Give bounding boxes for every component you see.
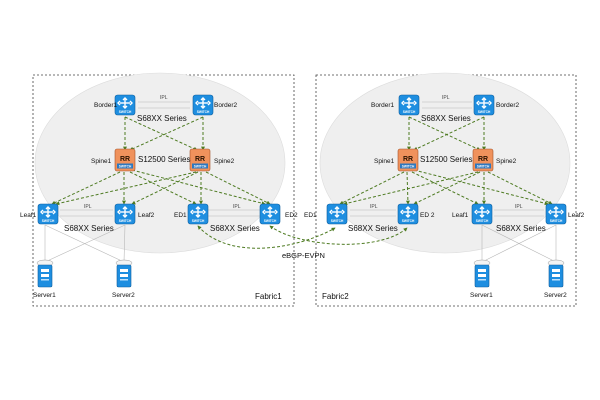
switch-icon <box>474 206 490 218</box>
device-caption: SWITCH <box>476 219 489 223</box>
fabric2-server2-label: Server2 <box>544 292 567 299</box>
fabric2-border1-label: Border1 <box>371 102 395 109</box>
fabric2-border-series-label: S68XX Series <box>421 114 471 123</box>
fabric1-server2-label: Server2 <box>112 292 135 299</box>
fabric1-server1-label: Server1 <box>33 292 56 299</box>
device-caption: SWITCH <box>264 219 277 223</box>
fabric1-boundary <box>32 74 295 307</box>
fabric1-leaf1-label: Leaf1 <box>20 212 37 219</box>
fabric2-ed-ipl-label: IPL <box>370 204 378 210</box>
fabric2-border2-label: Border2 <box>496 102 520 109</box>
rr-label: RR <box>195 156 205 163</box>
fabric1-ed2-switch: SWITCH <box>259 203 281 225</box>
fabric2-spine1-label: Spine1 <box>374 158 395 165</box>
device-caption: SWITCH <box>331 219 344 223</box>
device-caption: SWITCH <box>477 164 490 168</box>
fabric2-border-ipl-label: IPL <box>442 95 450 101</box>
fabric2-links <box>339 101 557 263</box>
device-caption: SWITCH <box>119 110 132 114</box>
fabric2-border2-switch: SWITCH <box>473 94 495 116</box>
rr-label: RR <box>478 156 488 163</box>
switch-icon <box>401 97 417 109</box>
fabric1-name-label: Fabric1 <box>255 292 282 301</box>
fabric1-ed2-label: ED2 <box>285 212 298 219</box>
fabric2-border1-switch: SWITCH <box>398 94 420 116</box>
device-caption: SWITCH <box>194 164 207 168</box>
fabric1-spine-series-label: S12500 Series <box>138 155 190 164</box>
fabric2-leaf-series-label: S68XX Series <box>496 224 546 233</box>
switch-icon <box>476 97 492 109</box>
switch-icon <box>117 97 133 109</box>
switch-icon <box>40 206 56 218</box>
fabric2-leaf2-label: Leaf2 <box>568 212 585 219</box>
fabric2-spine-series-label: S12500 Series <box>420 155 472 164</box>
fabric1-border1-label: Border1 <box>94 102 118 109</box>
device-caption: SWITCH <box>478 110 491 114</box>
fabric1-leaf2-label: Leaf2 <box>138 212 155 219</box>
fabric2-ed2-label: ED 2 <box>420 212 435 219</box>
device-caption: SWITCH <box>119 219 132 223</box>
fabric1-spine2-label: Spine2 <box>214 158 235 165</box>
fabric1-spine1-label: Spine1 <box>91 158 112 165</box>
fabric1-ed1-label: ED1 <box>174 212 187 219</box>
device-caption: SWITCH <box>197 110 210 114</box>
device-caption: SWITCH <box>403 110 416 114</box>
fabric1-leaf-ipl-label: IPL <box>84 204 92 210</box>
fabric1-border2-switch: SWITCH <box>192 94 214 116</box>
fabric1-leaf1-switch: SWITCH <box>37 203 59 225</box>
fabric2-cloud <box>319 72 571 254</box>
switch-icon <box>548 206 564 218</box>
switch-icon <box>400 206 416 218</box>
device-caption: SWITCH <box>402 219 415 223</box>
device-caption: SWITCH <box>550 219 563 223</box>
fabric1-cloud <box>34 72 286 254</box>
ebgp-evpn-label: eBGP-EVPN <box>282 251 325 260</box>
fabric1-border1-switch: SWITCH <box>114 94 136 116</box>
fabric1-border2-label: Border2 <box>214 102 238 109</box>
rr-label: RR <box>120 156 130 163</box>
switch-icon <box>190 206 206 218</box>
fabric2-ed1-label: ED1 <box>304 212 317 219</box>
fabric1-leaf-series-label: S68XX Series <box>64 224 114 233</box>
fabric2-ed2-switch: SWITCH <box>397 203 419 225</box>
fabric1-server1 <box>36 259 54 288</box>
device-caption: SWITCH <box>119 164 132 168</box>
fabric2-server1 <box>473 259 491 288</box>
fabric2-ed1-switch: SWITCH <box>326 203 348 225</box>
fabric2-ed-series-label: S68XX Series <box>348 224 398 233</box>
fabric1-border-series-label: S68XX Series <box>137 114 187 123</box>
switch-icon <box>195 97 211 109</box>
device-caption: SWITCH <box>402 164 415 168</box>
switch-icon <box>117 206 133 218</box>
device-caption: SWITCH <box>42 219 55 223</box>
ebgp-evpn-links <box>197 225 408 249</box>
fabric1-border-ipl-label: IPL <box>160 95 168 101</box>
fabric1-ed-ipl-label: IPL <box>233 204 241 210</box>
rr-label: RR <box>403 156 413 163</box>
fabric2-spine2-label: Spine2 <box>496 158 517 165</box>
fabric1-leaf2-switch: SWITCH <box>114 203 136 225</box>
fabric2-leaf1-switch: SWITCH <box>471 203 493 225</box>
device-caption: SWITCH <box>192 219 205 223</box>
fabric1-ed1-switch: SWITCH <box>187 203 209 225</box>
switch-icon <box>262 206 278 218</box>
switch-icon <box>329 206 345 218</box>
fabric2-server1-label: Server1 <box>470 292 493 299</box>
fabric1-links <box>44 101 271 263</box>
fabric1-ed-series-label: S68XX Series <box>210 224 260 233</box>
fabric2-server2 <box>547 259 565 288</box>
fabric2-leaf2-switch: SWITCH <box>545 203 567 225</box>
fabric2-leaf1-label: Leaf1 <box>452 212 469 219</box>
fabric1-server2 <box>115 259 133 288</box>
fabric2-name-label: Fabric2 <box>322 292 349 301</box>
fabric2-leaf-ipl-label: IPL <box>515 204 523 210</box>
